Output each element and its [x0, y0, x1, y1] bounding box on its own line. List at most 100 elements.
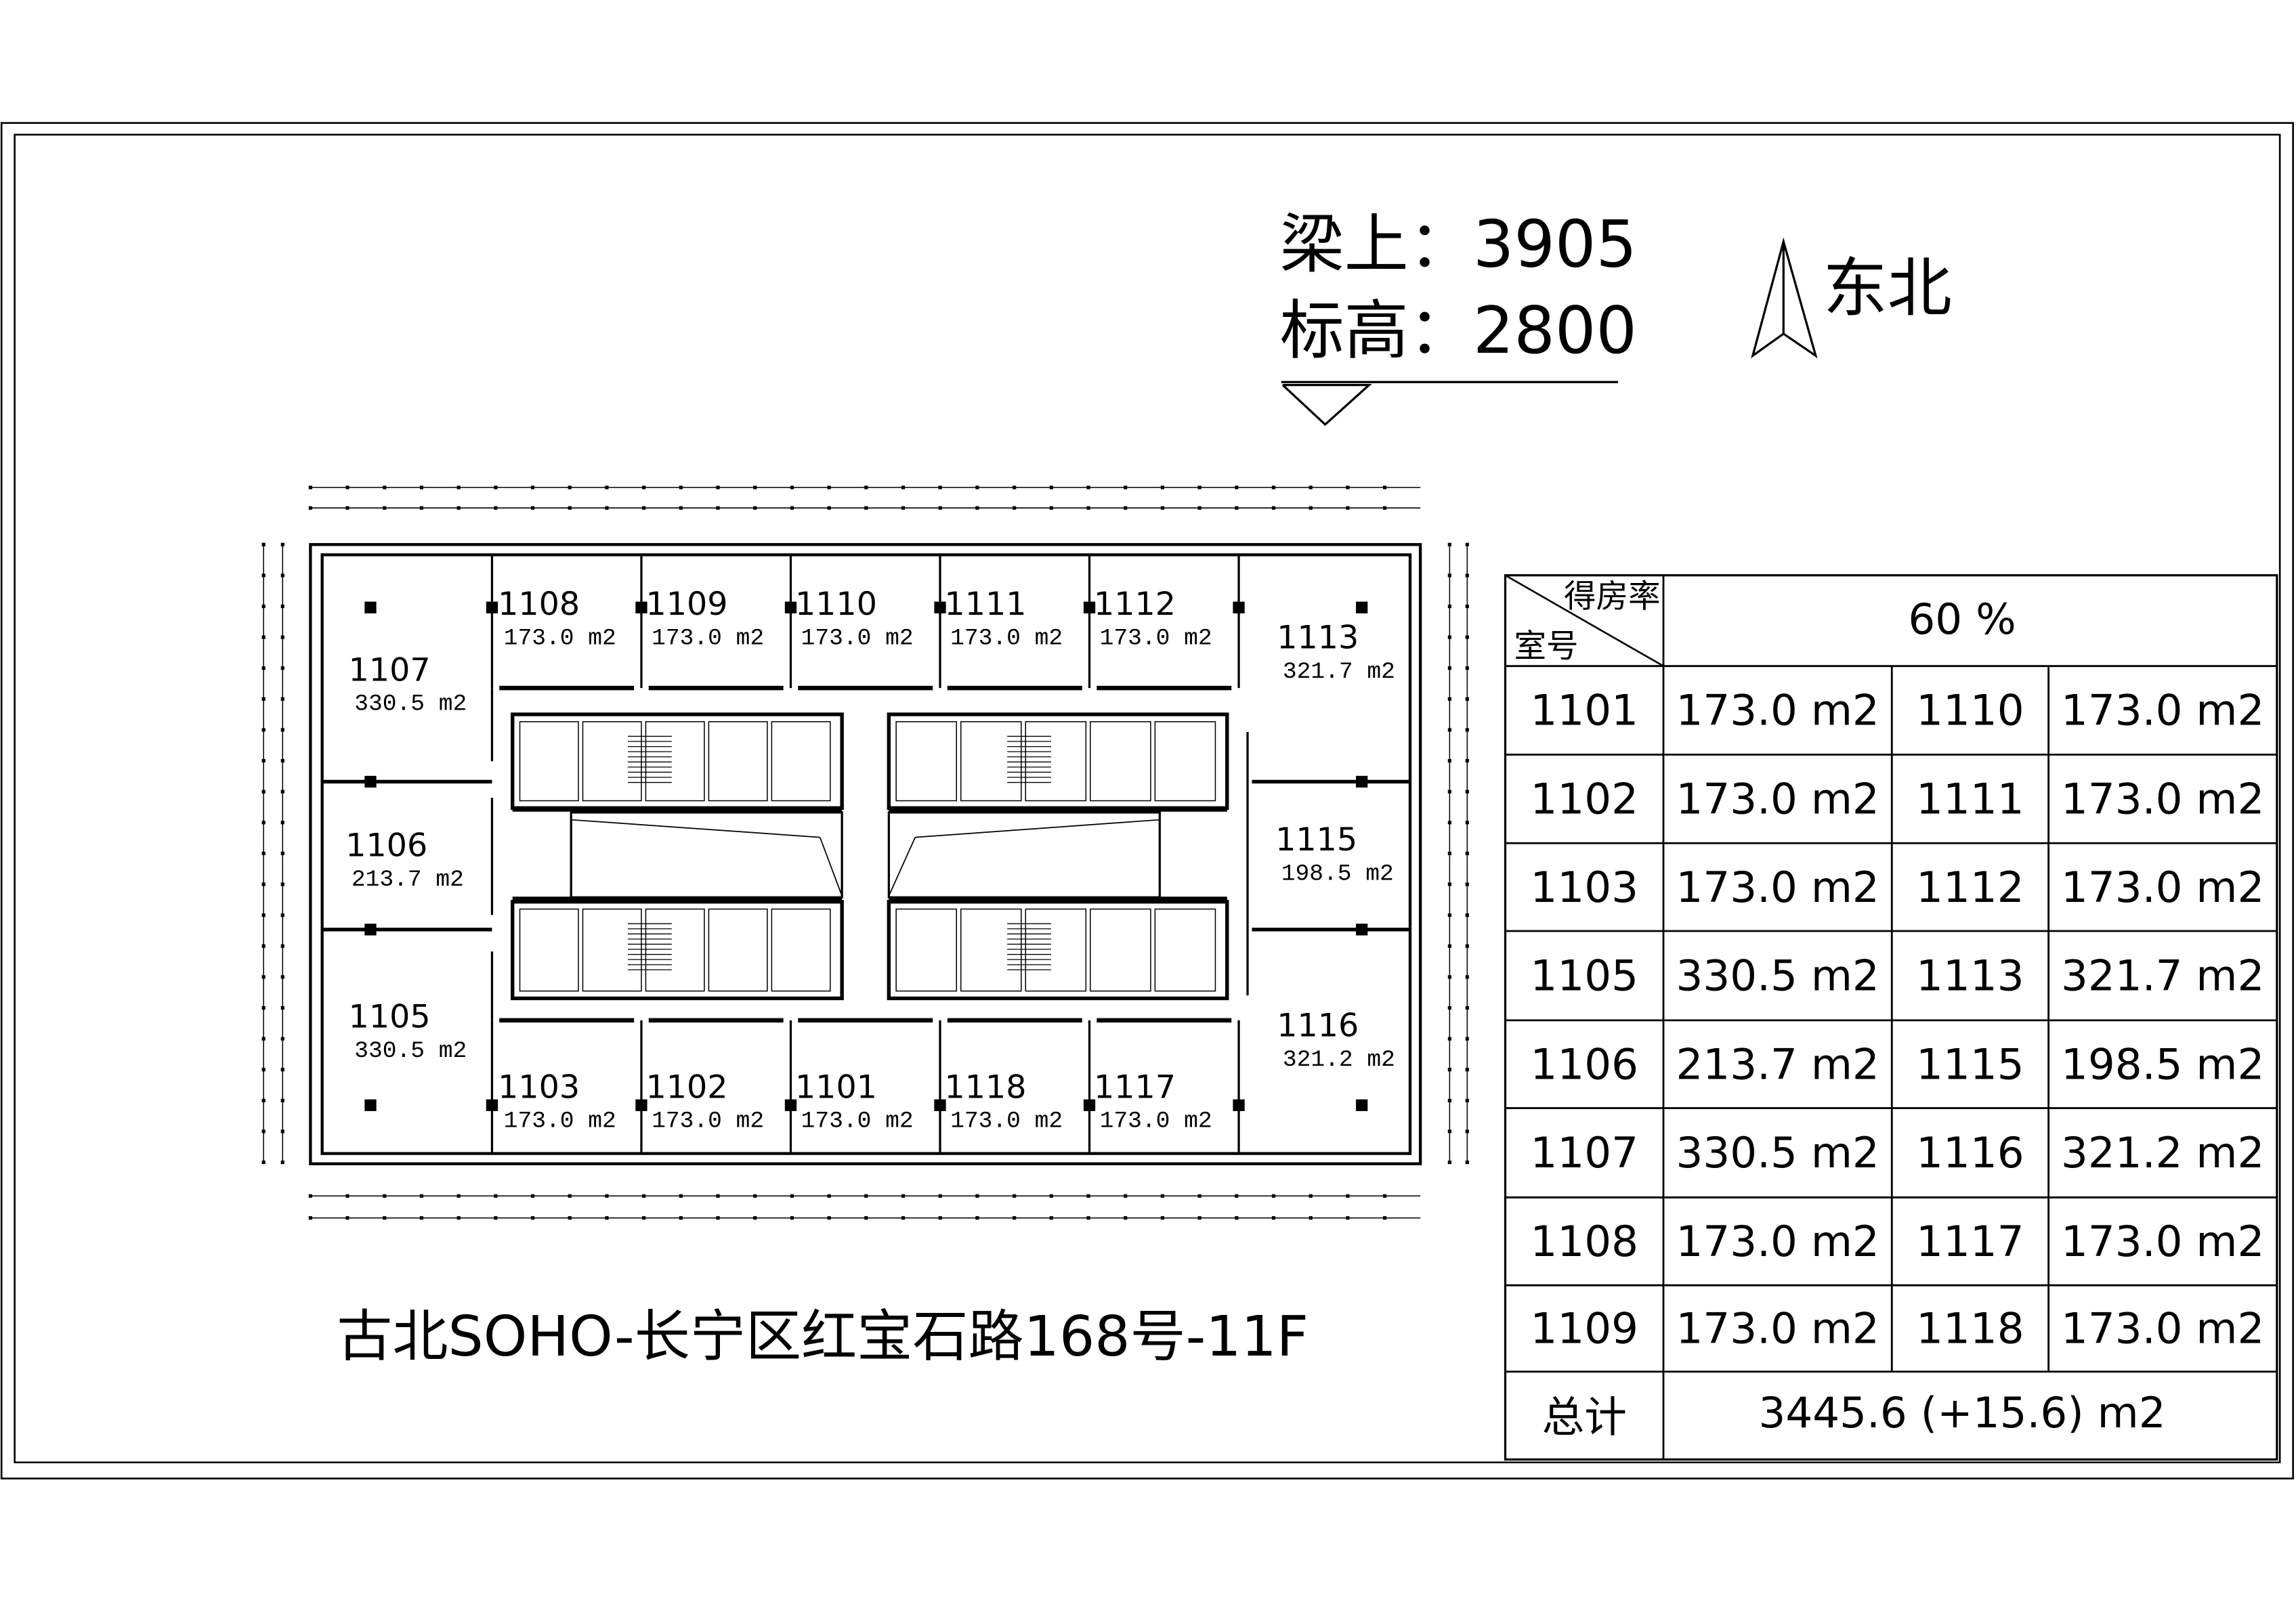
column [635, 601, 647, 613]
dimension-tick [901, 1194, 906, 1198]
dimension-tick [1447, 790, 1451, 794]
structural-columns [364, 601, 1368, 1111]
dimension-tick [642, 1194, 646, 1198]
dimension-tick [1447, 574, 1451, 578]
dimension-tick [642, 506, 646, 510]
core-line [819, 837, 843, 896]
dimension-tick [1447, 728, 1451, 732]
room-partitions [322, 555, 1410, 1154]
dimension-tick [1382, 1216, 1387, 1220]
ratio-header-label: 得房率 [1564, 578, 1661, 615]
core-element [645, 721, 705, 802]
dimension-tick [261, 666, 265, 670]
column [784, 601, 797, 613]
dimension-tick [494, 506, 498, 510]
dimension-tick [1447, 882, 1451, 886]
dimension-tick [753, 485, 757, 490]
dimension-tick [261, 1037, 265, 1041]
dimension-tick [753, 1194, 757, 1198]
core-element [895, 908, 957, 992]
room-number-cell: 1115 [1916, 1039, 2024, 1089]
column [1233, 1099, 1245, 1111]
room-area: 330.5 m2 [354, 691, 467, 718]
core-element [1090, 721, 1151, 802]
area-cell: 330.5 m2 [1676, 951, 1879, 1001]
dimension-tick [901, 506, 906, 510]
dimension-tick [280, 728, 284, 732]
core-line [888, 837, 916, 896]
dimension-tick [1447, 604, 1451, 609]
dimension-tick [1235, 1194, 1239, 1198]
room-number-cell: 1117 [1916, 1217, 2024, 1266]
dimension-tick [1447, 1068, 1451, 1072]
column [1355, 775, 1368, 788]
room-number: 1107 [349, 651, 431, 689]
dimension-tick [975, 1216, 979, 1220]
room-number-cell: 1111 [1916, 774, 2024, 823]
dimension-tick [280, 1098, 284, 1102]
elevation-label: 标高：2800 [1280, 294, 1637, 368]
dimension-tick [280, 944, 284, 948]
dimension-tick [1013, 506, 1017, 510]
dimension-tick [1465, 574, 1469, 578]
room-area: 321.2 m2 [1283, 1047, 1395, 1073]
dimension-tick [1465, 1006, 1469, 1010]
dimension-tick [716, 1216, 720, 1220]
dimension-tick [716, 506, 720, 510]
dimension-tick [827, 506, 831, 510]
dimension-tick [280, 758, 284, 763]
dimension-tick [1309, 1194, 1313, 1198]
dimension-tick [1465, 790, 1469, 794]
area-cell: 173.0 m2 [1676, 1217, 1879, 1266]
room-number-cell: 1116 [1916, 1128, 2024, 1177]
core-element [895, 721, 957, 802]
core-element [511, 712, 844, 810]
column [1083, 601, 1096, 613]
dimension-tick [1160, 1216, 1164, 1220]
dimension-tick [1271, 485, 1276, 490]
core-element [1025, 908, 1087, 992]
dimension-tick [1447, 1160, 1451, 1165]
dimension-tick [1309, 1216, 1313, 1220]
dimension-tick [679, 506, 683, 510]
dimension-tick [938, 506, 942, 510]
dimension-tick [679, 1216, 683, 1220]
total-label: 总计 [1542, 1392, 1627, 1442]
dimension-tick [938, 1216, 942, 1220]
dimension-tick [530, 506, 535, 510]
dimension-tick [679, 485, 683, 490]
dimension-tick [261, 882, 265, 886]
dimension-tick [1271, 1216, 1276, 1220]
dimension-tick [1447, 666, 1451, 670]
dimension-tick [864, 1194, 868, 1198]
dimension-tick [1235, 1216, 1239, 1220]
dimension-tick [1235, 506, 1239, 510]
dimension-tick [716, 1194, 720, 1198]
building-core [511, 712, 1229, 1001]
room-number: 1111 [944, 586, 1026, 623]
area-cell: 213.7 m2 [1676, 1039, 1879, 1089]
outer-wall [309, 543, 1422, 1165]
dimension-tick [938, 485, 942, 490]
dimension-tick [261, 758, 265, 763]
dimension-tick [308, 1194, 312, 1198]
room-area: 173.0 m2 [504, 625, 616, 651]
core-element [1025, 721, 1087, 802]
dimension-tick [1447, 1037, 1451, 1041]
header-diagonal [1504, 574, 1664, 667]
dimension-tick [1197, 1216, 1202, 1220]
dimension-tick [1465, 1160, 1469, 1165]
core-line [571, 819, 820, 838]
dimension-tick [280, 790, 284, 794]
dimension-tick [790, 506, 794, 510]
area-cell: 330.5 m2 [1676, 1128, 1879, 1177]
